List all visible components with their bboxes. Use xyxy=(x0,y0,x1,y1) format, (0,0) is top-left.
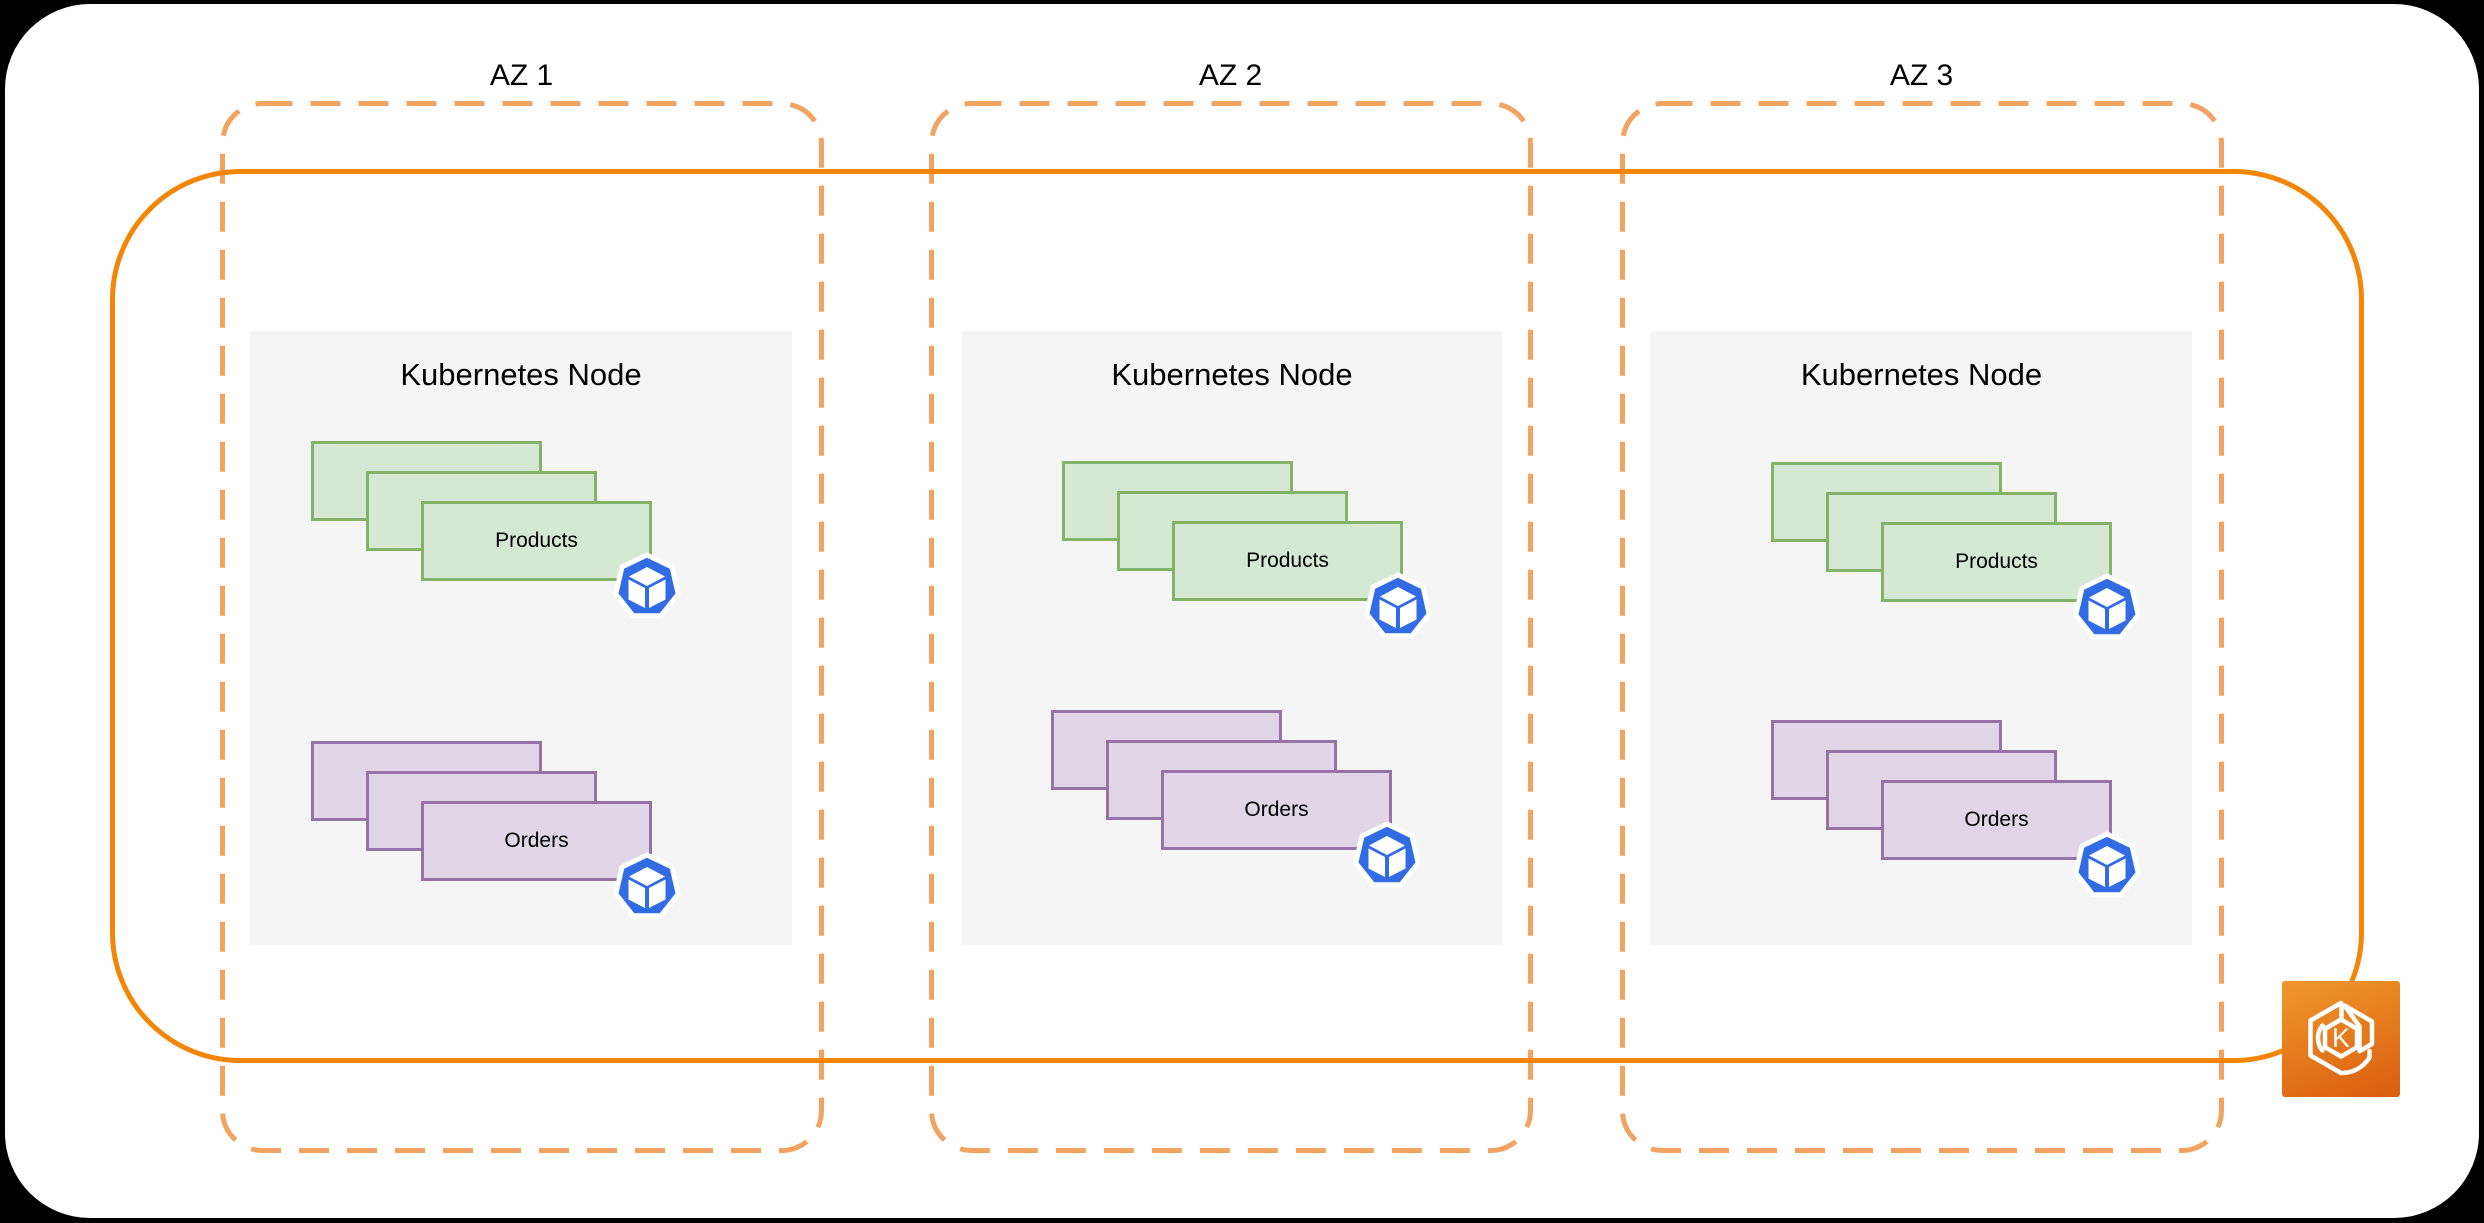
replica-rect-front: Orders xyxy=(421,801,652,881)
kubernetes-pod-icon xyxy=(1353,821,1421,888)
workload-label: Products xyxy=(1246,549,1329,572)
replica-rect-front: Products xyxy=(1881,522,2112,602)
replica-rect-front: Products xyxy=(421,501,652,581)
az2-boundary xyxy=(929,101,1533,1153)
workload-label: Orders xyxy=(504,829,569,852)
kubernetes-pod-icon xyxy=(2073,831,2141,898)
kubernetes-pod-icon xyxy=(2073,573,2141,640)
products-stack-az2: Products xyxy=(1062,461,1432,639)
az3-label: AZ 3 xyxy=(1889,59,1954,92)
replica-rect-front: Orders xyxy=(1881,780,2112,860)
workload-label: Products xyxy=(495,529,578,552)
az3-boundary xyxy=(1620,101,2224,1153)
workload-label: Products xyxy=(1955,550,2038,573)
products-stack-az3: Products xyxy=(1771,462,2141,640)
workload-label: Orders xyxy=(1244,798,1309,821)
orders-stack-az2: Orders xyxy=(1051,710,1421,888)
az1-boundary xyxy=(220,101,824,1153)
amazon-eks-icon: K xyxy=(2282,981,2400,1097)
workload-label: Orders xyxy=(1964,808,2029,831)
replica-rect-front: Products xyxy=(1172,521,1403,601)
node-title: Kubernetes Node xyxy=(1111,357,1353,392)
node-title: Kubernetes Node xyxy=(1800,357,2043,392)
az1-label: AZ 1 xyxy=(489,59,554,92)
node-title: Kubernetes Node xyxy=(400,357,642,392)
kubernetes-pod-icon xyxy=(613,852,681,919)
orders-stack-az3: Orders xyxy=(1771,720,2141,898)
kubernetes-pod-icon xyxy=(1364,572,1432,639)
products-stack-az1: Products xyxy=(311,441,681,619)
kubernetes-pod-icon xyxy=(613,552,681,619)
eks-letter: K xyxy=(2332,1023,2350,1053)
eks-hexagon-glyph: K xyxy=(2308,1000,2375,1076)
replica-rect-front: Orders xyxy=(1161,770,1392,850)
eks-cluster-boundary xyxy=(110,169,2364,1063)
orders-stack-az1: Orders xyxy=(311,741,681,919)
az2-label: AZ 2 xyxy=(1198,59,1263,92)
